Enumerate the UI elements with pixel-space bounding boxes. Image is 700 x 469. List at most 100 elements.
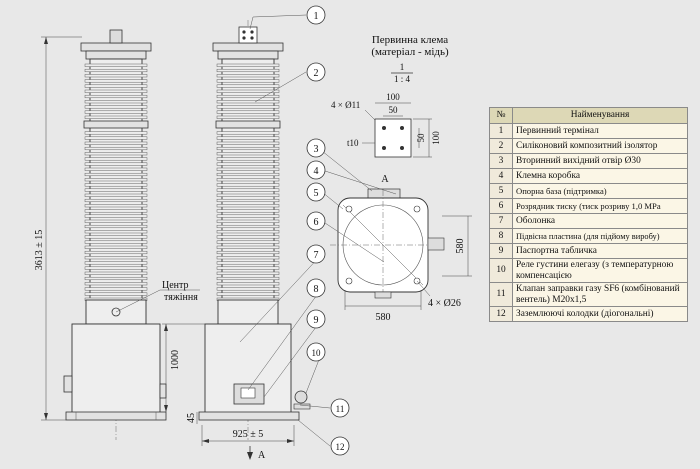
legend-num: 3 — [489, 153, 513, 169]
insulator-shed — [216, 224, 280, 229]
legend-header-number: № — [489, 107, 513, 124]
insulator-shed — [216, 84, 280, 88]
insulator-shed — [84, 219, 148, 223]
insulator-shed — [84, 188, 148, 192]
insulator-shed — [216, 204, 280, 208]
insulator-shed — [84, 141, 148, 145]
callout-4: 4 — [306, 160, 326, 180]
insulator-shed — [84, 152, 148, 156]
legend-num: 6 — [489, 198, 513, 214]
insulator-shed — [216, 115, 280, 119]
insulator-shed — [216, 198, 280, 203]
legend-num: 11 — [489, 282, 513, 307]
insulator-shed — [216, 172, 280, 177]
legend-name: Паспортна табличка — [512, 243, 688, 259]
insulator-sheds — [216, 63, 280, 301]
insulator-shed — [216, 219, 280, 223]
front-view: Центр тяжіння 3613 ± 15 — [34, 29, 200, 440]
insulator-shed — [84, 214, 148, 218]
insulator-shed — [84, 224, 148, 229]
callout-label: 11 — [336, 404, 345, 414]
insulator-shed — [216, 287, 280, 291]
legend-name: Вторинний вихідний отвір Ø30 — [512, 153, 688, 169]
insulator-shed — [84, 193, 148, 197]
base-height-dimension: 1000 — [170, 350, 181, 370]
insulator-shed — [84, 256, 148, 260]
callout-label: 5 — [314, 188, 319, 199]
insulator-shed — [216, 271, 280, 275]
insulator-shed — [84, 105, 148, 109]
insulator-shed — [84, 292, 148, 296]
insulator-shed — [216, 105, 280, 109]
callout-12: 12 — [330, 436, 350, 456]
insulator-shed — [216, 110, 280, 114]
callout-label: 4 — [314, 166, 319, 177]
callout-9: 9 — [306, 309, 326, 329]
insulator-shed — [84, 198, 148, 203]
legend-name: Розрядник тиску (тиск розриву 1,0 MPa — [512, 198, 688, 214]
legend-num: 7 — [489, 213, 513, 229]
insulator-shed — [84, 89, 148, 93]
insulator-shed — [84, 136, 148, 140]
callout-10: 10 — [306, 342, 326, 362]
terminal-height-outer: 100 — [431, 131, 441, 145]
insulator-shed — [216, 183, 280, 187]
insulator-shed — [216, 266, 280, 270]
insulator-shed — [216, 230, 280, 234]
insulator-shed — [84, 271, 148, 275]
callout-label: 1 — [314, 11, 319, 22]
insulator-shed — [216, 68, 280, 73]
legend-header-name: Найменування — [512, 107, 688, 124]
insulator-shed — [216, 94, 280, 99]
insulator-shed — [84, 276, 148, 281]
callout-label: 8 — [314, 284, 319, 295]
callout-3: 3 — [306, 138, 326, 158]
legend-name: Реле густини елегазу (з температурною ко… — [512, 258, 688, 283]
base-width-dimension: 925 ± 5 — [233, 429, 264, 440]
callout-6: 6 — [306, 211, 326, 231]
insulator-shed — [84, 183, 148, 187]
insulator-shed — [216, 214, 280, 218]
insulator-shed — [216, 256, 280, 260]
legend-num: 10 — [489, 258, 513, 283]
insulator-shed — [84, 162, 148, 166]
plan-depth-dimension: 580 — [455, 239, 466, 254]
insulator-shed — [84, 167, 148, 171]
legend-num: 8 — [489, 228, 513, 244]
insulator-shed — [216, 209, 280, 213]
insulator-shed — [84, 146, 148, 151]
insulator-shed — [216, 188, 280, 192]
terminal-detail: Первинна клема (матеріал - мідь) 1 1 : 4… — [331, 34, 449, 158]
insulator-shed — [84, 94, 148, 99]
callout-label: 9 — [314, 315, 319, 326]
legend-name: Силіконовий композитний ізолятор — [512, 138, 688, 154]
insulator-shed — [84, 266, 148, 270]
scale-denominator: 1 : 4 — [394, 74, 411, 84]
insulator-shed — [84, 68, 148, 73]
callout-leaders — [239, 14, 397, 447]
legend-name: Клапан заправки газу SF6 (комбінований в… — [512, 282, 688, 307]
legend-name: Підвісна пластина (для підйому виробу) — [512, 228, 688, 244]
legend-name: Опорна база (підтримка) — [512, 183, 688, 199]
insulator-shed — [216, 178, 280, 182]
insulator-shed — [216, 193, 280, 197]
insulator-shed — [84, 157, 148, 161]
insulator-shed — [216, 245, 280, 249]
insulator-shed — [216, 136, 280, 140]
terminal-width-inner: 50 — [389, 105, 399, 115]
insulator-shed — [84, 178, 148, 182]
insulator-shed — [84, 261, 148, 265]
insulator-shed — [216, 152, 280, 156]
callout-markers: 1 2 3 4 5 6 7 8 9 10 11 12 — [306, 5, 350, 456]
insulator-sheds — [84, 63, 148, 301]
legend-num: 1 — [489, 123, 513, 139]
insulator-shed — [84, 63, 148, 67]
callout-7: 7 — [306, 244, 326, 264]
plan-holes-dimension: 4 × Ø26 — [428, 298, 461, 309]
